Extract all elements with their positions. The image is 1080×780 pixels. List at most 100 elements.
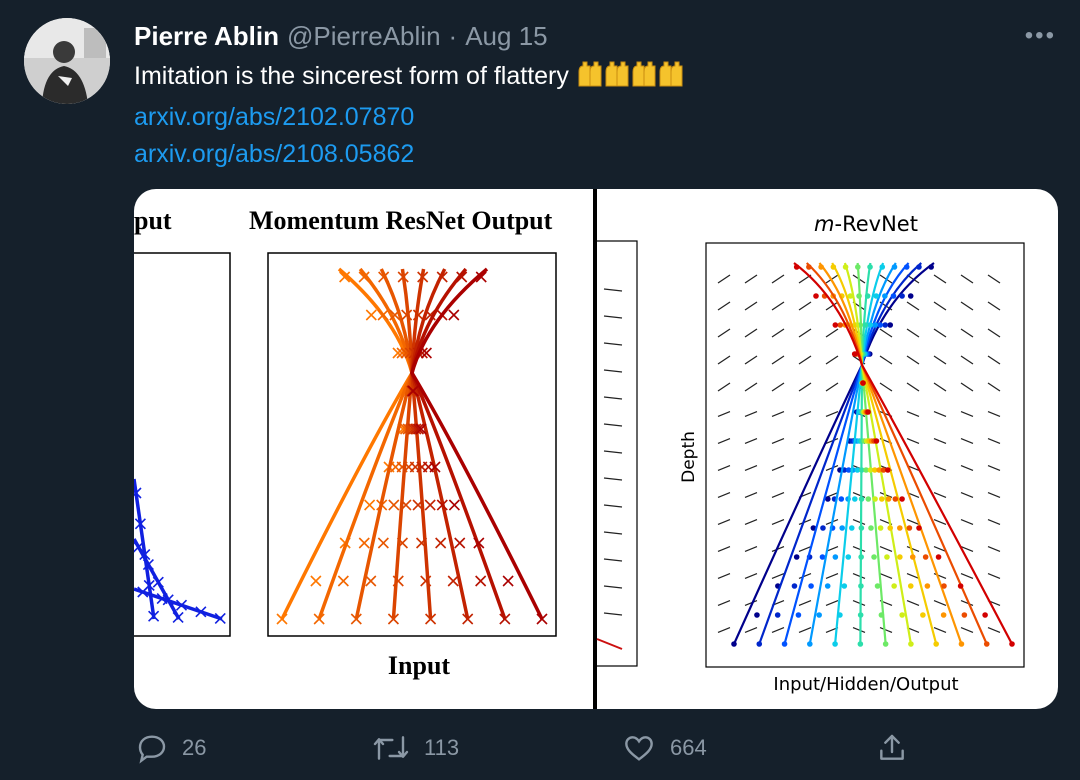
- field-arrow: [744, 301, 758, 311]
- panel-divider: [593, 189, 597, 709]
- field-arrow: [771, 411, 785, 417]
- trajectory-point: [820, 525, 826, 531]
- momentum-trajectory: [280, 267, 414, 620]
- cross-marker: [365, 309, 377, 321]
- field-arrow: [744, 355, 758, 365]
- trajectory-point: [941, 583, 947, 589]
- cross-marker: [396, 347, 408, 359]
- m-revnet-trajectories: [731, 262, 1015, 647]
- cross-marker: [475, 575, 487, 587]
- trajectory-point: [808, 583, 814, 589]
- revnet-trajectory: [833, 262, 885, 645]
- field-arrow: [933, 519, 947, 525]
- field-arrow: [825, 301, 839, 311]
- trajectory-point: [935, 554, 942, 560]
- field-arrow: [798, 519, 812, 525]
- field-arrow: [771, 573, 785, 579]
- trajectory-point: [756, 641, 763, 647]
- cross-marker: [392, 575, 404, 587]
- like-button[interactable]: 664: [622, 722, 707, 774]
- tweet-date[interactable]: Aug 15: [465, 20, 548, 51]
- cross-marker: [436, 271, 448, 283]
- trajectory-point: [928, 264, 934, 270]
- trajectory-point: [858, 583, 864, 589]
- trajectory-point: [862, 322, 869, 328]
- cross-marker: [502, 575, 514, 587]
- more-options-icon[interactable]: •••: [1024, 22, 1056, 49]
- field-arrow: [798, 411, 812, 417]
- trajectory-point: [880, 467, 887, 473]
- cross-marker: [396, 537, 409, 549]
- author-name[interactable]: Pierre Ablin: [134, 20, 279, 51]
- cross-marker: [172, 611, 184, 623]
- field-arrow: [960, 274, 974, 284]
- revnet-trajectory: [732, 262, 935, 645]
- field-arrow: [771, 382, 785, 392]
- red-trajectory: [596, 638, 623, 650]
- momentum-resnet-panel: put Momentum ResNet Output Input: [134, 206, 557, 680]
- field-arrow: [933, 438, 947, 444]
- input-hidden-output-label: Input/Hidden/Output: [773, 674, 958, 695]
- trajectory-point: [867, 264, 873, 270]
- trajectory-point: [851, 351, 858, 357]
- trajectory-point: [890, 293, 897, 299]
- cross-marker: [410, 423, 422, 435]
- author-handle[interactable]: @PierreAblin: [286, 20, 441, 51]
- trajectory-point: [858, 554, 864, 560]
- tweet-text-line: Imitation is the sincerest form of flatt…: [134, 58, 684, 99]
- reply-button[interactable]: 26: [136, 722, 206, 774]
- momentum-resnet-input-label: Input: [388, 651, 450, 680]
- momentum-trajectory: [410, 267, 544, 620]
- retweet-button[interactable]: 113: [372, 722, 459, 774]
- share-button[interactable]: [876, 722, 922, 774]
- field-arrow: [717, 328, 731, 338]
- trajectory-point: [731, 641, 737, 647]
- field-arrow: [717, 382, 731, 392]
- field-arrow: [744, 328, 758, 338]
- cross-marker: [339, 271, 351, 283]
- field-arrow: [825, 573, 839, 579]
- trajectory-point: [857, 641, 864, 647]
- trajectory-point: [818, 264, 824, 270]
- trajectory-point: [891, 264, 898, 270]
- field-arrow: [987, 438, 1001, 444]
- field-arrow: [744, 546, 758, 552]
- trajectory-point: [916, 264, 922, 270]
- cross-marker: [358, 537, 370, 549]
- m-revnet-panel: m-RevNet Depth Input/Hidden/Output: [593, 212, 1025, 695]
- field-arrow: [603, 288, 623, 292]
- trajectory-point: [874, 583, 881, 589]
- trajectory-point: [884, 554, 890, 560]
- heart-icon: [625, 736, 653, 761]
- trajectory-point: [899, 496, 905, 502]
- cross-marker: [350, 613, 362, 625]
- trajectory-point: [830, 264, 837, 270]
- field-arrow: [825, 328, 839, 338]
- trajectory-point: [857, 612, 864, 618]
- avatar[interactable]: [24, 18, 110, 104]
- reply-icon: [138, 735, 166, 764]
- trajectory-point: [877, 322, 884, 328]
- field-arrow: [717, 519, 731, 525]
- field-arrow: [771, 274, 785, 284]
- field-arrow: [603, 396, 623, 400]
- arxiv-link-2[interactable]: arxiv.org/abs/2108.05862: [134, 140, 415, 168]
- raising-hands-icons: [578, 61, 683, 87]
- field-arrow: [798, 573, 812, 579]
- cross-marker: [156, 593, 168, 605]
- trajectory-point: [837, 322, 844, 328]
- trajectory-point: [856, 293, 862, 299]
- trajectory-point: [865, 409, 871, 415]
- field-arrow: [744, 465, 758, 471]
- cross-marker: [377, 537, 389, 549]
- field-arrow: [744, 274, 758, 284]
- arxiv-link-1[interactable]: arxiv.org/abs/2102.07870: [134, 103, 415, 131]
- media-image[interactable]: put Momentum ResNet Output Input m-RevNe…: [134, 189, 1058, 709]
- trajectory-point: [867, 322, 874, 328]
- field-arrow: [906, 573, 920, 579]
- trajectory-point: [899, 612, 905, 618]
- field-arrow: [879, 328, 893, 338]
- field-arrow: [771, 301, 785, 311]
- field-arrow: [603, 369, 623, 373]
- field-arrow: [960, 438, 974, 444]
